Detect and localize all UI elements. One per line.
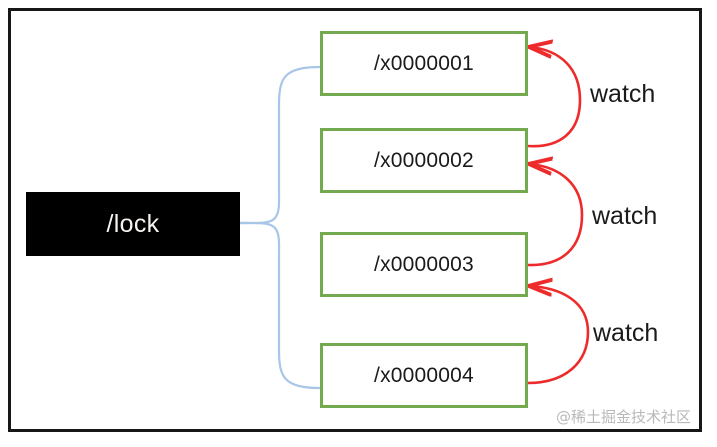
- sequential-node-2-label: /x0000002: [374, 149, 474, 172]
- watch-label-3: watch: [593, 319, 659, 347]
- sequential-node-1-label: /x0000001: [374, 52, 474, 75]
- sequential-node-4-label: /x0000004: [374, 364, 474, 387]
- watch-label-2: watch: [592, 202, 658, 230]
- lock-root-node[interactable]: /lock: [26, 192, 240, 256]
- lock-root-label: /lock: [106, 209, 160, 238]
- sequential-node-4[interactable]: /x0000004: [320, 343, 528, 408]
- sequential-node-2[interactable]: /x0000002: [320, 128, 528, 193]
- sequential-node-3-label: /x0000003: [374, 253, 474, 276]
- watermark: @稀土掘金技术社区: [556, 408, 692, 426]
- sequential-node-3[interactable]: /x0000003: [320, 232, 528, 297]
- watch-label-1: watch: [590, 80, 656, 108]
- sequential-node-1[interactable]: /x0000001: [320, 31, 528, 96]
